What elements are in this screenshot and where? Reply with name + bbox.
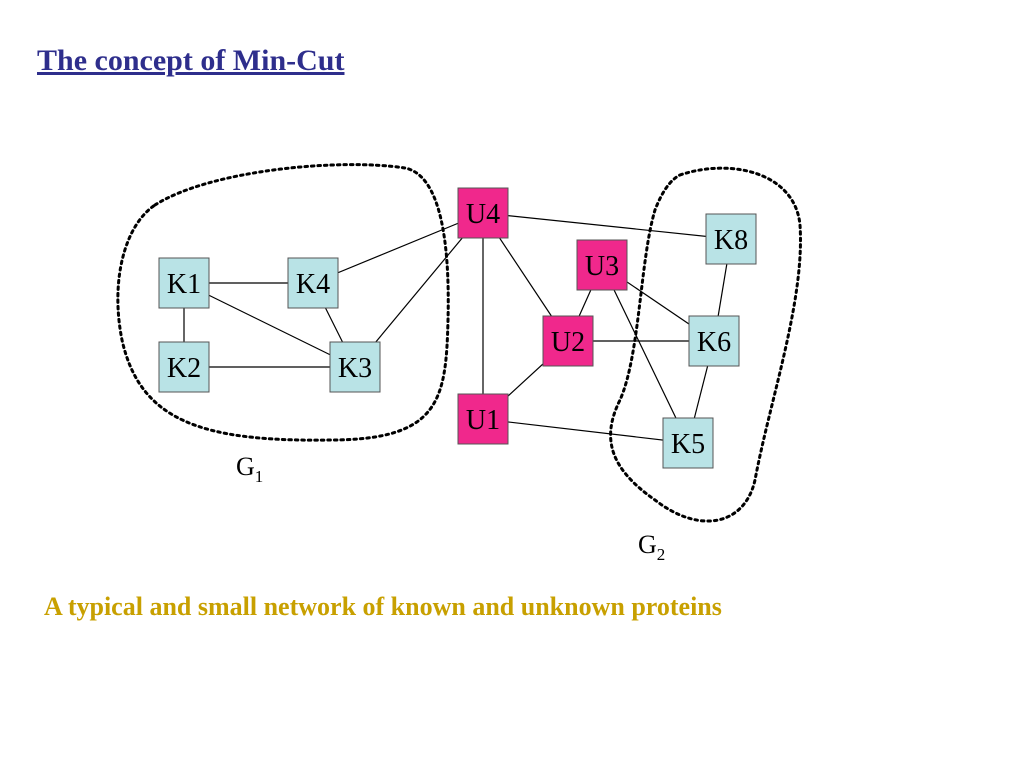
node-label: K4	[296, 269, 330, 300]
group-outlines	[116, 163, 802, 523]
group-label-g1: G1	[236, 452, 263, 486]
node-label: K1	[167, 269, 201, 300]
edge-k1-k3	[183, 282, 356, 368]
edge-u1-k5	[482, 418, 689, 444]
node-box	[158, 341, 210, 393]
node-label: U4	[466, 199, 500, 230]
node-k6: K6	[688, 315, 740, 367]
node-label: K5	[671, 429, 705, 460]
node-u1: U1	[457, 393, 509, 445]
node-box	[576, 239, 628, 291]
group-outline-g1	[116, 163, 450, 442]
node-label: K8	[714, 225, 748, 256]
node-k5: K5	[662, 417, 714, 469]
node-box	[457, 393, 509, 445]
node-label: K2	[167, 353, 201, 384]
node-k3: K3	[329, 341, 381, 393]
group-label-g2: G2	[638, 530, 665, 564]
node-box	[662, 417, 714, 469]
slide-caption: A typical and small network of known and…	[44, 592, 722, 621]
node-box	[542, 315, 594, 367]
node-box	[705, 213, 757, 265]
node-label: K3	[338, 353, 372, 384]
slide-title: The concept of Min-Cut	[37, 44, 345, 77]
node-label: U1	[466, 405, 500, 436]
edge-u4-k8	[482, 212, 732, 240]
node-box	[457, 187, 509, 239]
node-box	[688, 315, 740, 367]
node-k1: K1	[158, 257, 210, 309]
edge-k4-u4	[312, 212, 484, 284]
group-outline-g2	[609, 166, 802, 523]
node-box	[329, 341, 381, 393]
edge-k3-u4	[354, 212, 484, 368]
node-k2: K2	[158, 341, 210, 393]
edge-u3-k5	[601, 264, 689, 444]
node-k8: K8	[705, 213, 757, 265]
node-u2: U2	[542, 315, 594, 367]
node-box	[287, 257, 339, 309]
node-k4: K4	[287, 257, 339, 309]
group-labels: G1 G2	[236, 452, 665, 564]
node-label: U3	[585, 251, 619, 282]
node-u3: U3	[576, 239, 628, 291]
node-box	[158, 257, 210, 309]
node-u4: U4	[457, 187, 509, 239]
node-label: K6	[697, 327, 731, 358]
node-label: U2	[551, 327, 585, 358]
